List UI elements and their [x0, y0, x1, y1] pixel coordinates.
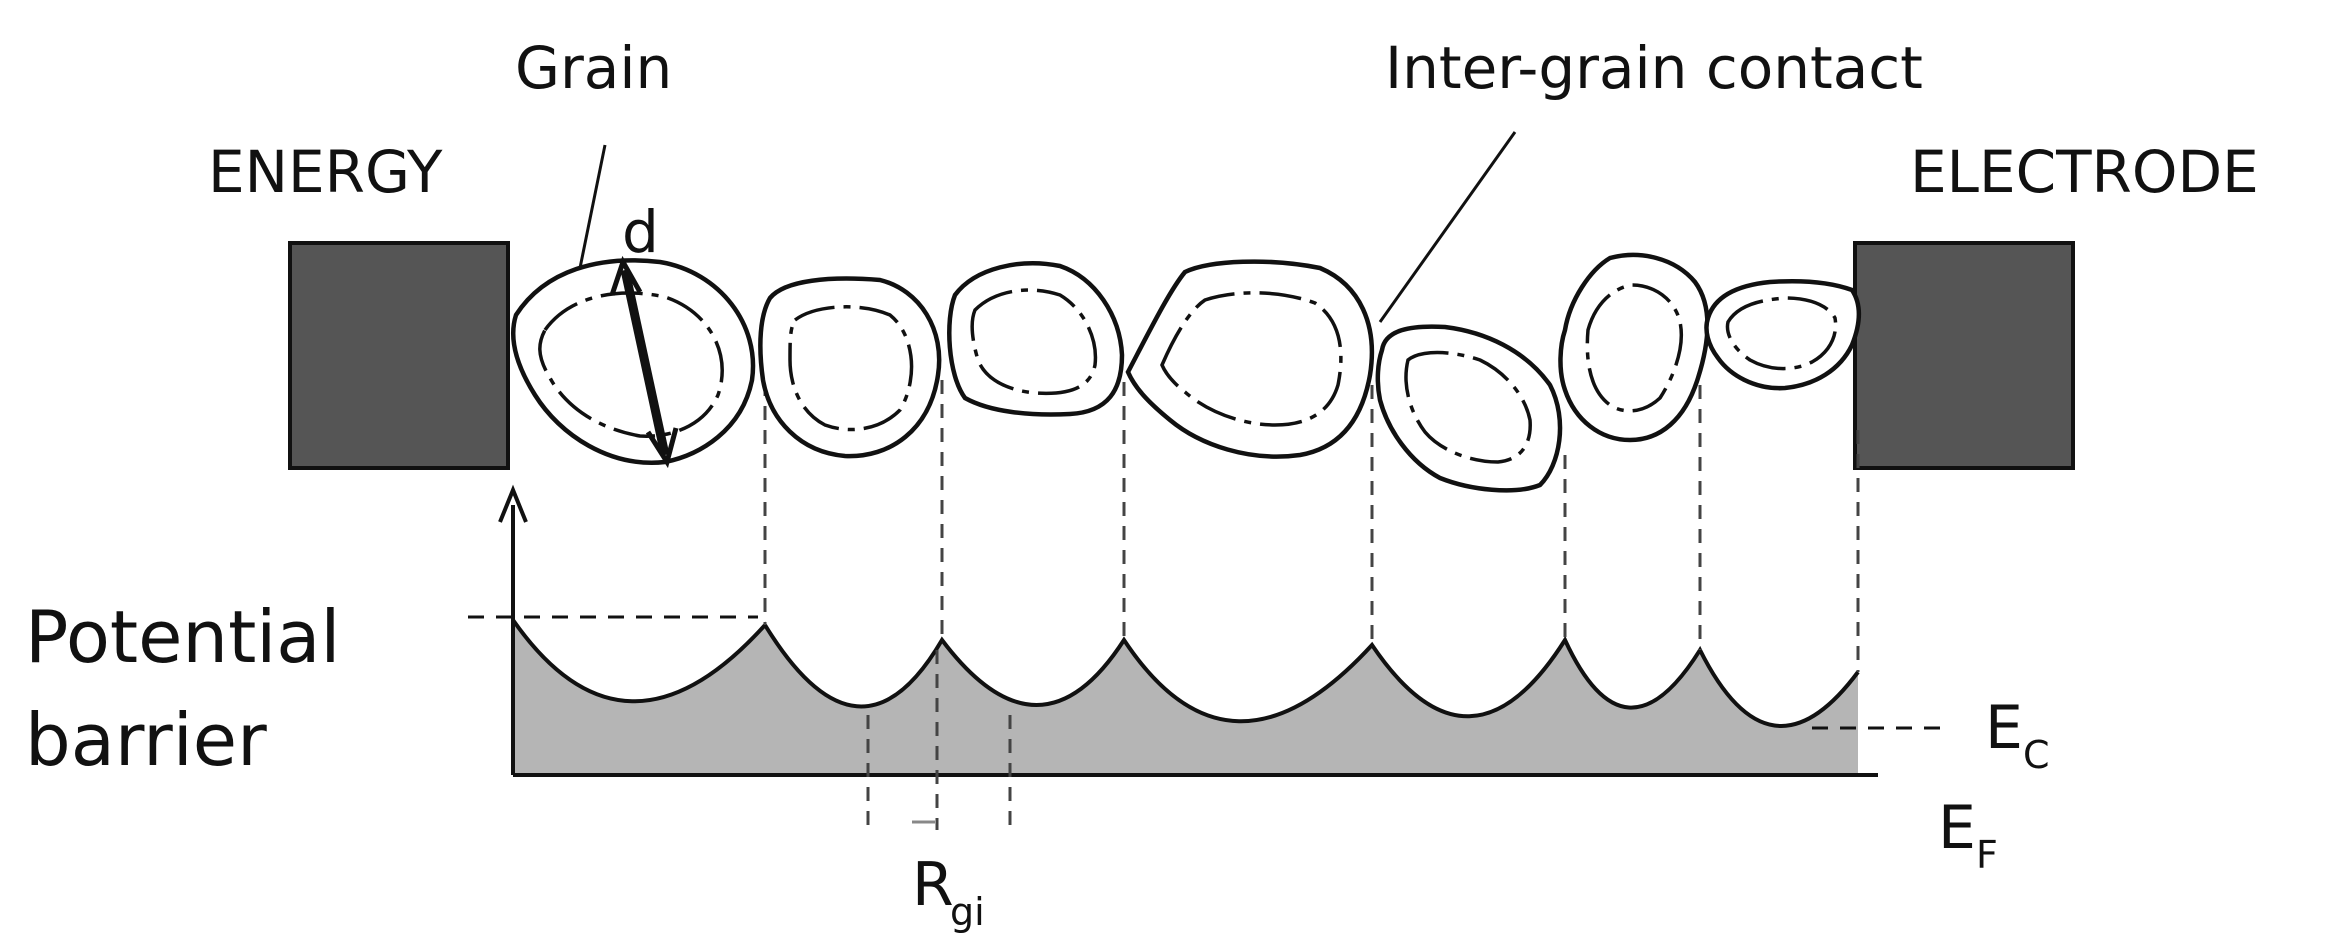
grain-6: [1558, 252, 1710, 443]
band-fill: [513, 620, 1858, 775]
rgi-markers: [866, 650, 1012, 830]
rgi-label: R gi: [912, 850, 985, 934]
ec-label: E C: [1985, 693, 2050, 777]
grain-4: [1125, 259, 1375, 459]
potential-barrier-label-line2: barrier: [25, 698, 267, 782]
ef-label: E F: [1938, 793, 1998, 877]
diameter-label: d: [622, 198, 659, 266]
rgi-label-main: R: [912, 850, 954, 920]
left-electrode: [288, 241, 510, 470]
grain-label: Grain: [515, 34, 672, 102]
contact-leader-line: [1378, 131, 1517, 323]
right-electrode: [1853, 241, 2075, 470]
grain-3: [947, 261, 1125, 417]
grain-7: [1704, 279, 1861, 391]
grain-2: [758, 276, 942, 459]
contact-projections: [763, 380, 1860, 672]
conduction-band-edge: [511, 618, 1860, 728]
inter-grain-contact-label: Inter-grain contact: [1385, 34, 1923, 102]
ef-label-main: E: [1938, 793, 1976, 863]
energy-axis-arrowhead: [498, 484, 528, 523]
ec-label-main: E: [1985, 693, 2023, 763]
energy-label: ENERGY: [208, 138, 443, 206]
ef-label-sub: F: [1976, 833, 1998, 877]
rgi-label-sub: gi: [950, 890, 985, 934]
grain-5: [1375, 324, 1563, 493]
grain-leader-line: [578, 144, 607, 269]
diameter-arrow: [609, 255, 679, 469]
electrode-label: ELECTRODE: [1910, 138, 2259, 206]
potential-barrier-label-line1: Potential: [25, 595, 340, 679]
ec-label-sub: C: [2023, 733, 2050, 777]
